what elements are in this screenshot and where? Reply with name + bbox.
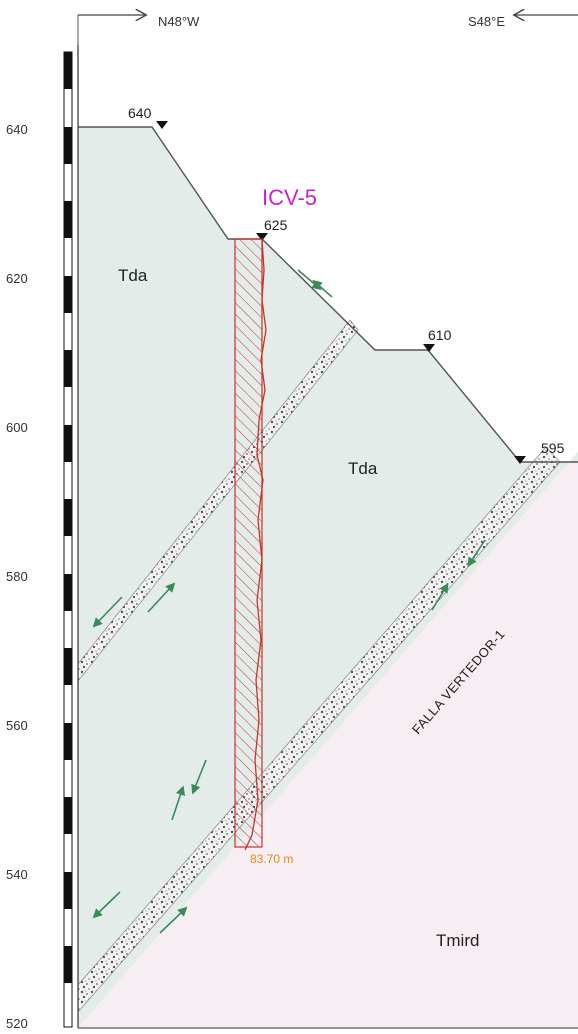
unit-label-tda-middle: Tda (348, 459, 378, 478)
y-tick-label: 640 (6, 122, 28, 137)
shear-arrow (147, 582, 176, 613)
tda-unit-area (78, 127, 578, 1028)
elevation-marker-625: 625 (256, 217, 288, 241)
shear-arrow (159, 906, 188, 934)
elevation-marker-595: 595 (514, 440, 565, 464)
shear-arrow (171, 785, 186, 821)
borehole-name: ICV-5 (262, 185, 317, 210)
elevation-label: 640 (128, 105, 152, 121)
shear-arrow (312, 279, 333, 298)
direction-right-label: S48°E (468, 14, 505, 29)
shear-arrow (431, 582, 449, 611)
y-tick-label: 520 (6, 1016, 28, 1031)
y-tick-label: 580 (6, 569, 28, 584)
shear-arrows (92, 269, 486, 934)
borehole-icv-5: ICV-5 83.70 m (234, 185, 317, 866)
shear-arrow (191, 759, 207, 795)
y-tick-label: 620 (6, 271, 28, 286)
unit-label-tda-upper: Tda (118, 266, 148, 285)
y-tick-label: 600 (6, 420, 28, 435)
y-axis-labels: 640 620 600 580 560 540 520 (6, 122, 28, 1031)
elevation-marker-640: 640 (128, 105, 168, 129)
elevation-label: 625 (264, 217, 288, 233)
y-tick-label: 560 (6, 718, 28, 733)
shear-arrow (92, 891, 121, 919)
borehole-log-curve (244, 238, 267, 851)
topographic-profile (78, 126, 578, 463)
elevation-scale-bar (63, 45, 578, 1029)
orientation-header: N48°W S48°E (77, 14, 578, 45)
elevation-label: 595 (541, 440, 565, 456)
borehole-depth-label: 83.70 m (250, 852, 293, 866)
direction-left-label: N48°W (158, 14, 200, 29)
elevation-label: 610 (428, 327, 452, 343)
y-tick-label: 540 (6, 867, 28, 882)
unit-label-tmird: Tmird (436, 931, 479, 950)
elevation-marker-610: 610 (423, 327, 452, 352)
shear-arrow (467, 539, 486, 568)
shear-arrow (92, 596, 123, 628)
